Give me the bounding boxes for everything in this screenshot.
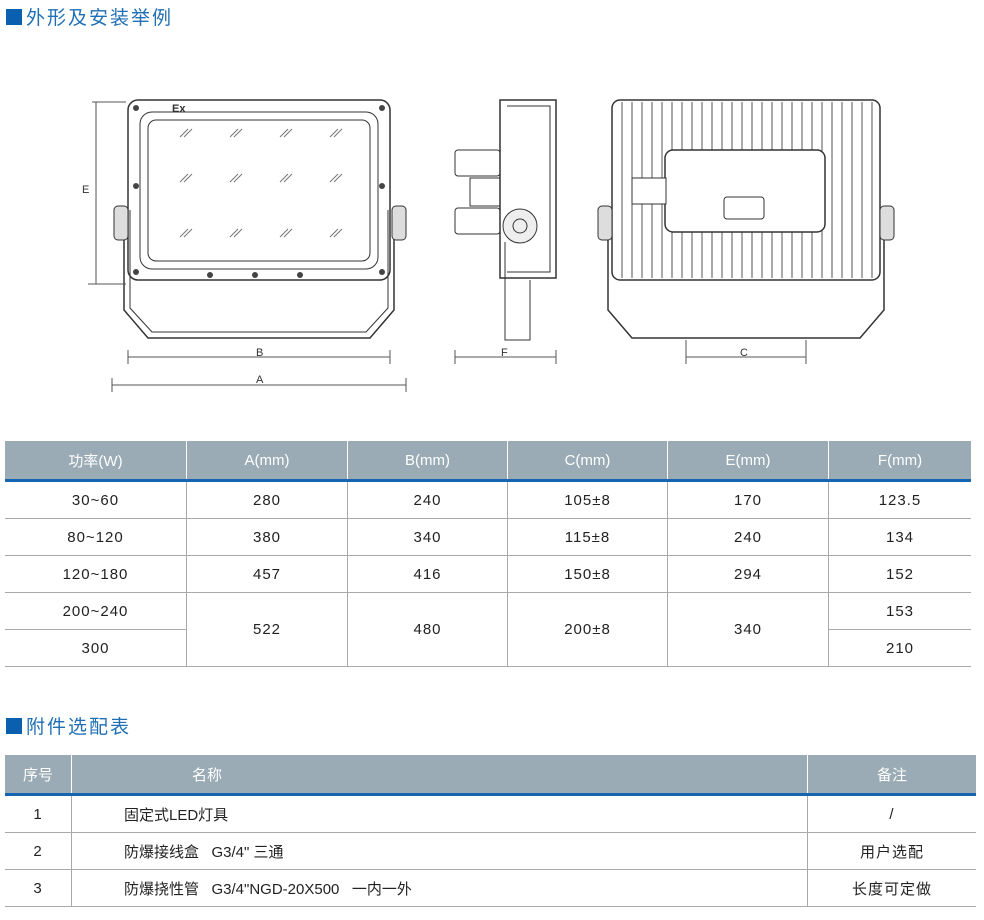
section-title-appearance: 外形及安装举例 (6, 3, 173, 30)
dimension-drawing: Ex E B A F C (82, 99, 895, 392)
cell-e: 294 (667, 555, 829, 593)
front-view: Ex (88, 99, 407, 392)
cell-b: 480 (347, 592, 508, 667)
header-f: F(mm) (828, 441, 971, 482)
ex-mark: Ex (172, 103, 186, 115)
table-row: 30~60 280 240 105±8 170 123.5 (5, 480, 971, 519)
cell-e: 340 (667, 592, 829, 667)
cell-a: 380 (186, 518, 348, 556)
section-title-text: 外形及安装举例 (26, 8, 174, 29)
cell-b: 340 (347, 518, 508, 556)
table-row: 200~240 522 480 200±8 340 153 (5, 592, 971, 667)
header-no: 序号 (5, 755, 72, 796)
spec-table-header: 功率(W) A(mm) B(mm) C(mm) E(mm) F(mm) (5, 441, 971, 482)
spec-table: 功率(W) A(mm) B(mm) C(mm) E(mm) F(mm) 30~6… (5, 441, 971, 667)
cell-f: 123.5 (828, 480, 971, 519)
cell-e: 240 (667, 518, 829, 556)
header-e: E(mm) (667, 441, 829, 482)
table-row: 80~120 380 340 115±8 240 134 (5, 518, 971, 556)
cell-no: 3 (5, 869, 72, 907)
cell-b: 240 (347, 480, 508, 519)
header-a: A(mm) (186, 441, 348, 482)
cell-no: 2 (5, 832, 72, 870)
cell-name: 防爆接线盒 G3/4" 三通 (71, 832, 808, 870)
dim-label-a: A (256, 374, 264, 386)
cell-note: / (807, 794, 976, 833)
cell-a: 280 (186, 480, 348, 519)
cell-power: 120~180 (5, 555, 187, 593)
side-view (454, 99, 557, 364)
table-row: 300 210 (5, 629, 971, 667)
section-title-accessories: 附件选配表 (6, 712, 131, 739)
cell-power: 300 (5, 629, 187, 667)
table-row: 3 防爆挠性管 G3/4"NGD-20X500 一内一外 长度可定做 (5, 869, 976, 907)
back-view (597, 99, 895, 364)
cell-f: 153 (828, 592, 971, 630)
cell-power: 200~240 (5, 592, 187, 630)
table-row: 1 固定式LED灯具 / (5, 794, 976, 833)
cell-e: 170 (667, 480, 829, 519)
cell-c: 200±8 (507, 592, 668, 667)
title-square-icon (6, 717, 22, 734)
header-c: C(mm) (507, 441, 668, 482)
table-row: 2 防爆接线盒 G3/4" 三通 用户选配 (5, 832, 976, 870)
cell-c: 105±8 (507, 480, 668, 519)
section-title-text: 附件选配表 (26, 717, 132, 738)
accessory-table-header: 序号 名称 备注 (5, 755, 976, 796)
cell-f: 152 (828, 555, 971, 593)
cell-power: 80~120 (5, 518, 187, 556)
cell-note: 长度可定做 (807, 869, 976, 907)
header-b: B(mm) (347, 441, 508, 482)
cell-c: 150±8 (507, 555, 668, 593)
cell-a: 522 (186, 592, 348, 667)
cell-f: 134 (828, 518, 971, 556)
cell-name: 固定式LED灯具 (71, 794, 808, 833)
header-power: 功率(W) (5, 441, 187, 482)
cell-c: 115±8 (507, 518, 668, 556)
title-square-icon (6, 8, 22, 25)
dim-label-b: B (256, 347, 263, 359)
dim-label-e: E (82, 184, 89, 196)
table-row: 120~180 457 416 150±8 294 152 (5, 555, 971, 593)
cell-f: 210 (828, 629, 971, 667)
accessory-table: 序号 名称 备注 1 固定式LED灯具 / 2 防爆接线盒 G3/4" 三通 用… (5, 755, 976, 907)
cell-no: 1 (5, 794, 72, 833)
cell-note: 用户选配 (807, 832, 976, 870)
header-note: 备注 (807, 755, 976, 796)
header-name: 名称 (71, 755, 808, 796)
cell-power: 30~60 (5, 480, 187, 519)
cell-b: 416 (347, 555, 508, 593)
dim-label-c: C (740, 347, 748, 359)
cell-a: 457 (186, 555, 348, 593)
cell-name: 防爆挠性管 G3/4"NGD-20X500 一内一外 (71, 869, 808, 907)
dim-label-f: F (501, 347, 508, 359)
